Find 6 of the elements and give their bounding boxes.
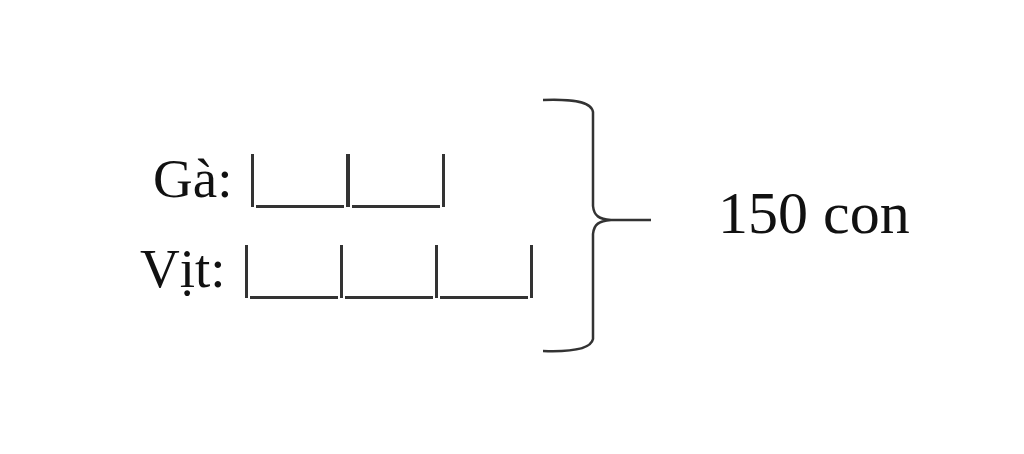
- segment-bar: [435, 245, 533, 299]
- segment-bar: [347, 154, 445, 208]
- row-label: Gà:: [153, 151, 233, 206]
- total-label: 150 con: [718, 183, 910, 243]
- segment-bar: [251, 154, 349, 208]
- row-label: Vịt:: [140, 241, 226, 296]
